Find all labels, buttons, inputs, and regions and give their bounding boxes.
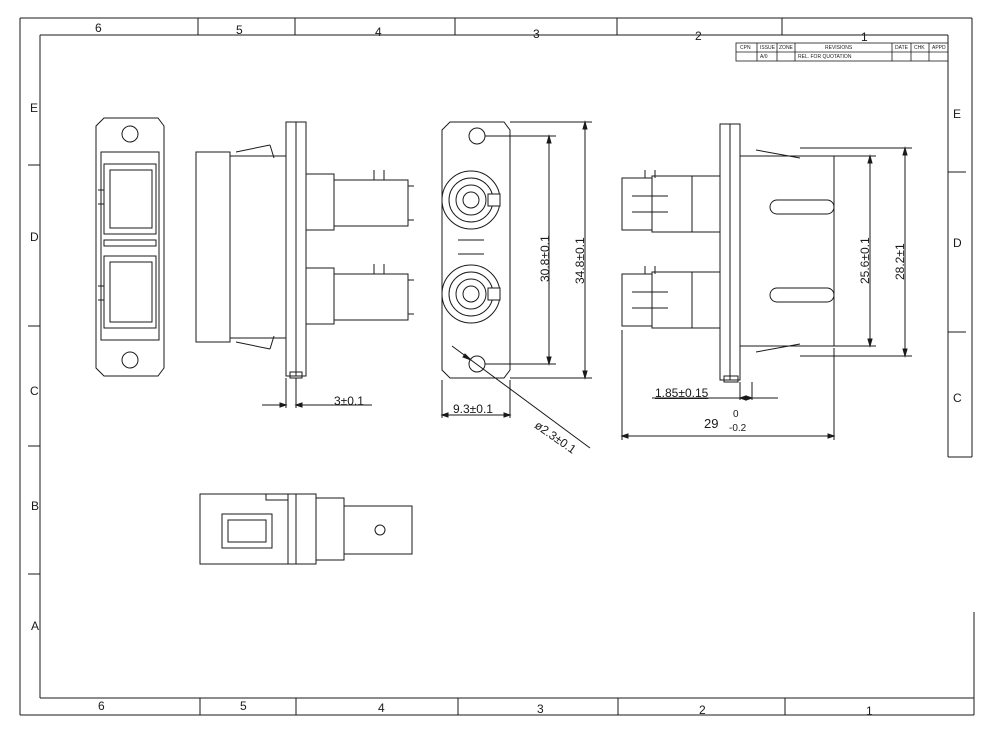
zone-row-left-C: C	[30, 384, 39, 398]
zone-col-bottom-3: 3	[537, 702, 544, 716]
dim-flange-thickness	[262, 378, 372, 408]
tb-header-cpn: CPN	[740, 45, 751, 51]
zone-col-bottom-1: 1	[866, 704, 873, 718]
zone-col-top-2: 2	[695, 29, 702, 43]
dim-right-view	[620, 146, 912, 440]
right-side-view	[621, 123, 835, 383]
zone-col-bottom-6: 6	[98, 699, 105, 713]
zone-ticks	[28, 18, 966, 715]
zone-row-left-E: E	[30, 101, 39, 115]
tb-header-revisions: REVISIONS	[825, 45, 853, 51]
tb-header-zone: ZONE	[779, 45, 793, 51]
side-view	[195, 121, 414, 379]
zone-col-bottom-2: 2	[699, 703, 706, 717]
end-view	[441, 121, 511, 379]
dim-label-hole-pitch: 30.8±0.1	[538, 235, 552, 282]
front-view	[95, 117, 165, 377]
sheet-border	[19, 17, 975, 716]
top-view	[199, 493, 413, 565]
zone-row-right-C: C	[953, 391, 962, 405]
tb-header-chk: CHK	[914, 45, 925, 51]
dim-label-overall-length: 29	[704, 416, 719, 431]
zone-col-top-1: 1	[861, 30, 868, 44]
dim-label-outer-height: 28.2±1	[893, 243, 907, 280]
dim-label-flange-height: 34.8±0.1	[573, 237, 587, 284]
tb-header-issue: ISSUE	[760, 45, 776, 51]
dim-label-flange-thickness: 3±0.1	[334, 394, 364, 408]
zone-col-top-6: 6	[95, 21, 102, 35]
zone-row-right-E: E	[953, 107, 962, 121]
zone-col-top-5: 5	[236, 23, 243, 37]
dim-label-overall-length-lower-tol: -0.2	[729, 423, 747, 434]
tb-header-date: DATE	[895, 45, 908, 51]
zone-row-left-B: B	[31, 499, 40, 513]
zone-col-bottom-5: 5	[240, 699, 247, 713]
zone-col-top-3: 3	[533, 27, 540, 41]
zone-row-left-A: A	[31, 619, 40, 633]
tb-revision-value: REL. FOR QUOTATION	[798, 54, 852, 60]
zone-row-right-D: D	[953, 236, 962, 250]
dim-label-body-width: 9.3±0.1	[453, 402, 493, 416]
zone-row-left-D: D	[30, 230, 39, 244]
dim-label-wall-offset: 1.85±0.15	[655, 386, 709, 400]
tb-issue-value: A/0	[760, 54, 768, 60]
zone-col-bottom-4: 4	[378, 701, 385, 715]
tb-header-appd: APPD	[932, 45, 946, 51]
dim-label-overall-length-upper-tol: 0	[733, 409, 739, 420]
zone-col-top-4: 4	[375, 25, 382, 39]
title-block	[735, 42, 949, 62]
dim-label-inner-height: 25.6±0.1	[858, 237, 872, 284]
dim-end-view	[440, 120, 592, 449]
